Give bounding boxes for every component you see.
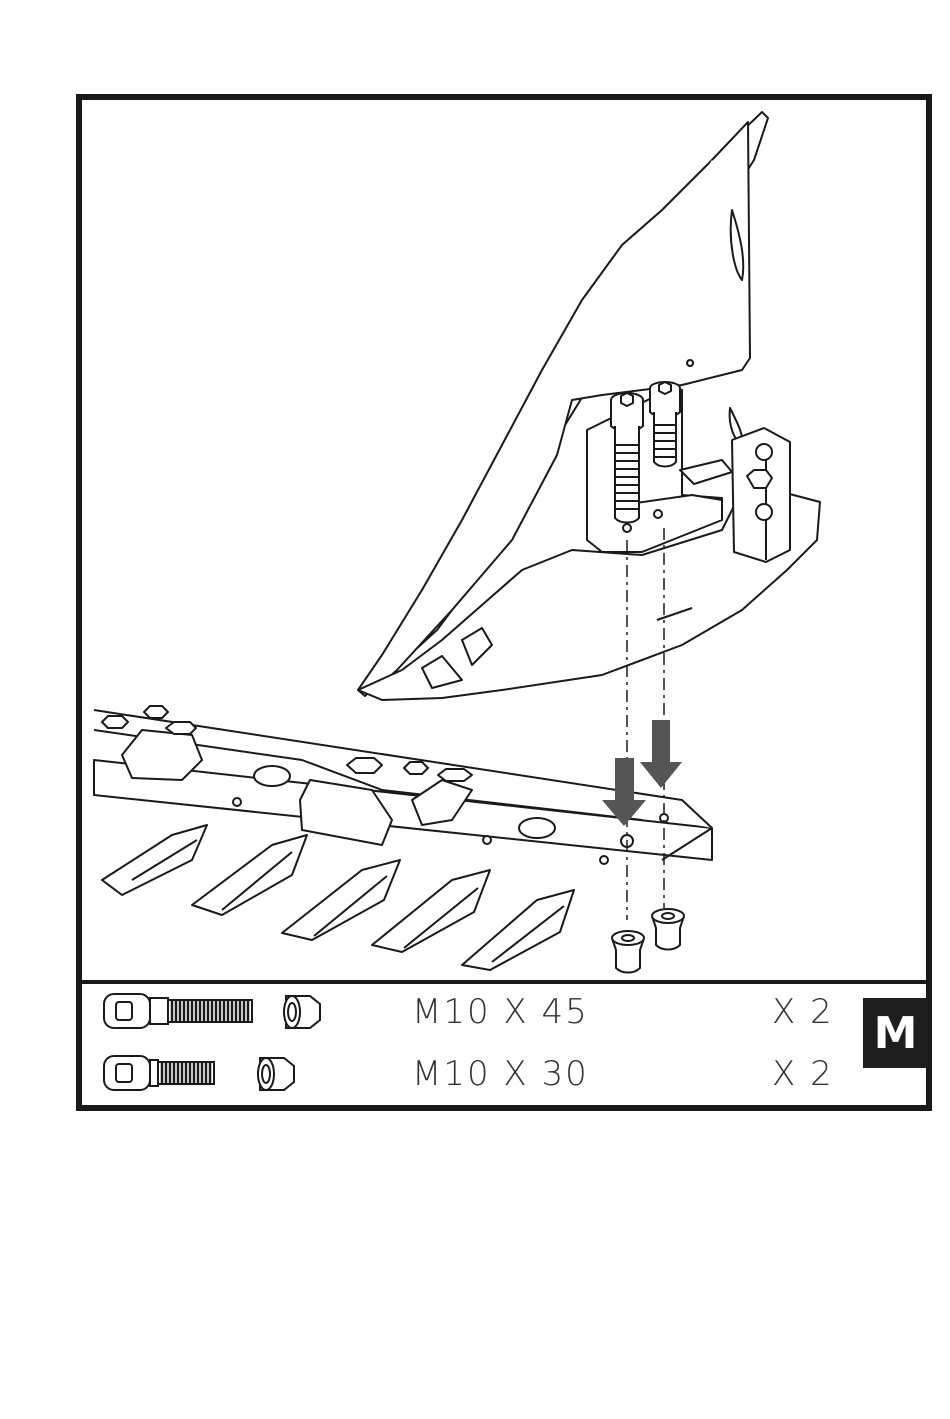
step-badge: M (863, 998, 928, 1068)
nut-left (612, 931, 644, 973)
lock-nut-icon (252, 1046, 302, 1106)
bolt-short (650, 382, 680, 467)
crop-divider (358, 112, 820, 700)
hardware-row: M10 X 45 X 2 (82, 984, 862, 1044)
instruction-panel: M10 X 45 X 2 M10 X 30 (76, 94, 932, 1111)
knife-sections (102, 825, 574, 970)
hardware-row: M10 X 30 X 2 (82, 1046, 862, 1106)
hardware-list: M10 X 45 X 2 M10 X 30 (82, 984, 926, 1105)
down-arrow-right (640, 720, 682, 788)
hardware-qty: X 2 (772, 992, 834, 1032)
hardware-spec: M10 X 30 (412, 1054, 589, 1094)
socket-head-bolt-short-icon (82, 1046, 402, 1106)
bolt-long (611, 393, 643, 523)
hardware-qty: X 2 (772, 1054, 834, 1094)
hardware-spec: M10 X 45 (412, 992, 589, 1032)
assembly-illustration (82, 100, 926, 980)
socket-head-bolt-long-icon (82, 984, 402, 1044)
lock-nut-icon (278, 984, 328, 1044)
nut-right (652, 909, 684, 950)
